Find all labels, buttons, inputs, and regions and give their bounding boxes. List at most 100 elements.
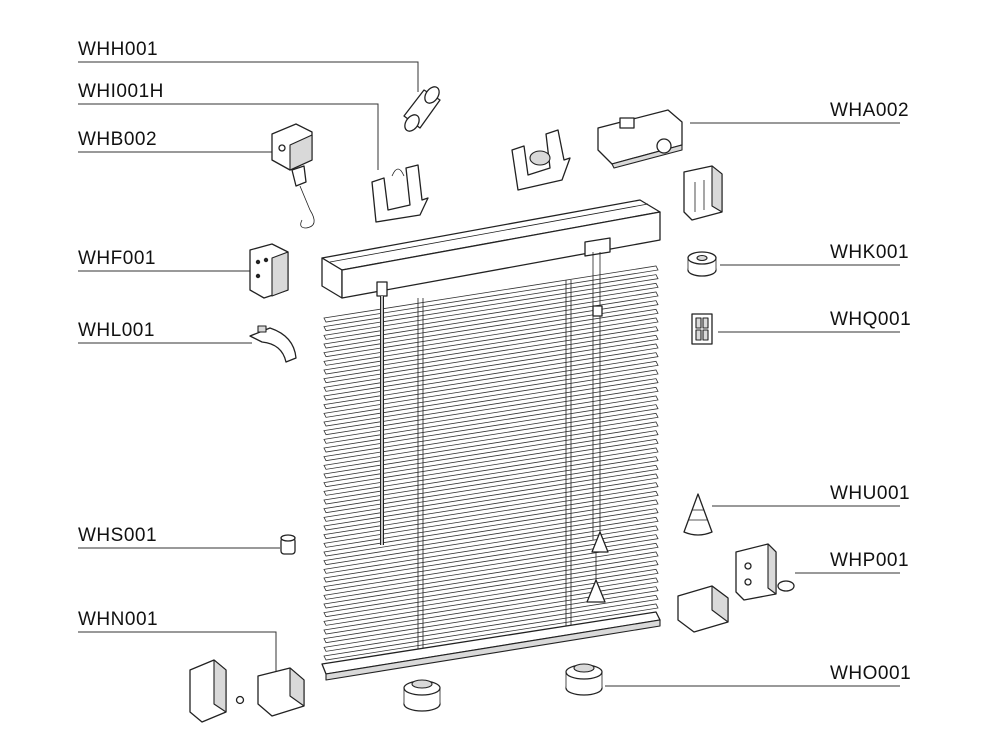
slat (323, 577, 659, 635)
label-whh001: WHH001 (78, 39, 419, 92)
bracket-body (371, 164, 429, 223)
label-whb002: WHB002 (78, 129, 272, 153)
slat (323, 464, 659, 522)
slat (323, 343, 659, 401)
label-whp001-text: WHP001 (830, 550, 909, 571)
label-who001-text: WHO001 (830, 663, 911, 684)
slat (323, 317, 659, 375)
cylinder-cap (404, 114, 420, 132)
cord-lock-box (584, 237, 611, 257)
plate-hole-1 (744, 562, 752, 570)
cylinder-end (424, 86, 440, 104)
slat (323, 534, 659, 592)
slat (323, 352, 659, 410)
cap-r-knob (573, 663, 595, 673)
slat (323, 265, 659, 323)
bracket-slot (391, 168, 405, 177)
block-hole-3 (255, 273, 261, 279)
slat (323, 308, 659, 366)
stopper-top (280, 534, 296, 542)
label-whl001: WHL001 (78, 320, 252, 344)
blind-assembly (321, 199, 661, 681)
slat (323, 490, 659, 548)
center-bracket-roller (529, 150, 551, 166)
slat (323, 291, 659, 349)
label-whs001: WHS001 (78, 525, 280, 549)
label-whu001: WHU001 (712, 483, 910, 507)
slat (323, 586, 659, 644)
slat (323, 594, 659, 652)
hook-icon (300, 209, 315, 229)
slat (323, 386, 659, 444)
part-whb002-tilter (271, 123, 315, 229)
cone-body (683, 493, 713, 536)
endcap-side (289, 667, 305, 707)
slat (323, 447, 659, 505)
slat (323, 438, 659, 496)
cordlock-window (619, 117, 635, 129)
part-whk001-ring (687, 251, 717, 277)
leader-line-whi001h (78, 103, 379, 170)
tilter-side (289, 134, 313, 171)
label-whu001-text: WHU001 (830, 483, 910, 504)
plate-hole-2 (744, 578, 752, 586)
label-whf001: WHF001 (78, 248, 250, 272)
bottom-rail-front (325, 619, 661, 681)
block-hole-1 (255, 259, 261, 265)
label-whi001h-text: WHI001H (78, 81, 164, 102)
slat (323, 334, 659, 392)
slat (323, 300, 659, 358)
slat-stack (323, 265, 659, 661)
label-whb002-text: WHB002 (78, 129, 157, 150)
tilter-neck (291, 165, 307, 187)
label-whp001: WHP001 (795, 550, 909, 574)
part-wha002-cordlock (597, 109, 683, 169)
leader-line-whn001 (78, 631, 277, 672)
side-bracket-pin (235, 695, 245, 705)
label-whn001: WHN001 (78, 609, 277, 672)
slat (323, 274, 659, 332)
part-whq001-frame (691, 313, 713, 345)
center-bracket-body (511, 129, 571, 191)
headrail-front (341, 211, 661, 299)
slat (323, 516, 659, 574)
part-whf001-block (249, 243, 289, 299)
label-whq001-text: WHQ001 (830, 309, 911, 330)
slat (323, 473, 659, 531)
slat (323, 395, 659, 453)
part-whn001-endcap (257, 667, 305, 717)
part-whu001-cone (683, 493, 713, 536)
frame-pane-4 (702, 329, 709, 341)
plate-side (767, 543, 777, 595)
label-whq001: WHQ001 (718, 309, 911, 333)
frame-pane-3 (695, 329, 702, 341)
part-center-bracket (511, 129, 571, 191)
label-wha002-text: WHA002 (830, 100, 909, 121)
hook-shaft (299, 185, 311, 211)
frame-outer (691, 313, 713, 345)
slat (323, 412, 659, 470)
headrail-edge (329, 203, 649, 263)
slat (323, 282, 659, 340)
block-hole-2 (263, 257, 269, 263)
slat (323, 378, 659, 436)
slat (323, 360, 659, 418)
part-who001-cap-left (403, 679, 441, 712)
slat (323, 568, 659, 626)
label-who001: WHO001 (605, 663, 911, 687)
slat (323, 525, 659, 583)
ring-hole (696, 254, 708, 262)
part-whi001h-bracket (371, 164, 429, 223)
leader-line-whh001 (78, 61, 419, 92)
cord-equalizer (592, 305, 603, 317)
tilter-hole (278, 144, 286, 152)
label-whn001-text: WHN001 (78, 609, 158, 630)
slat (323, 499, 659, 557)
frame-pane-1 (695, 317, 702, 329)
slat (323, 369, 659, 427)
part-box-connector (683, 165, 723, 221)
slat (323, 508, 659, 566)
clip-body (249, 327, 297, 363)
box-side (711, 165, 723, 213)
